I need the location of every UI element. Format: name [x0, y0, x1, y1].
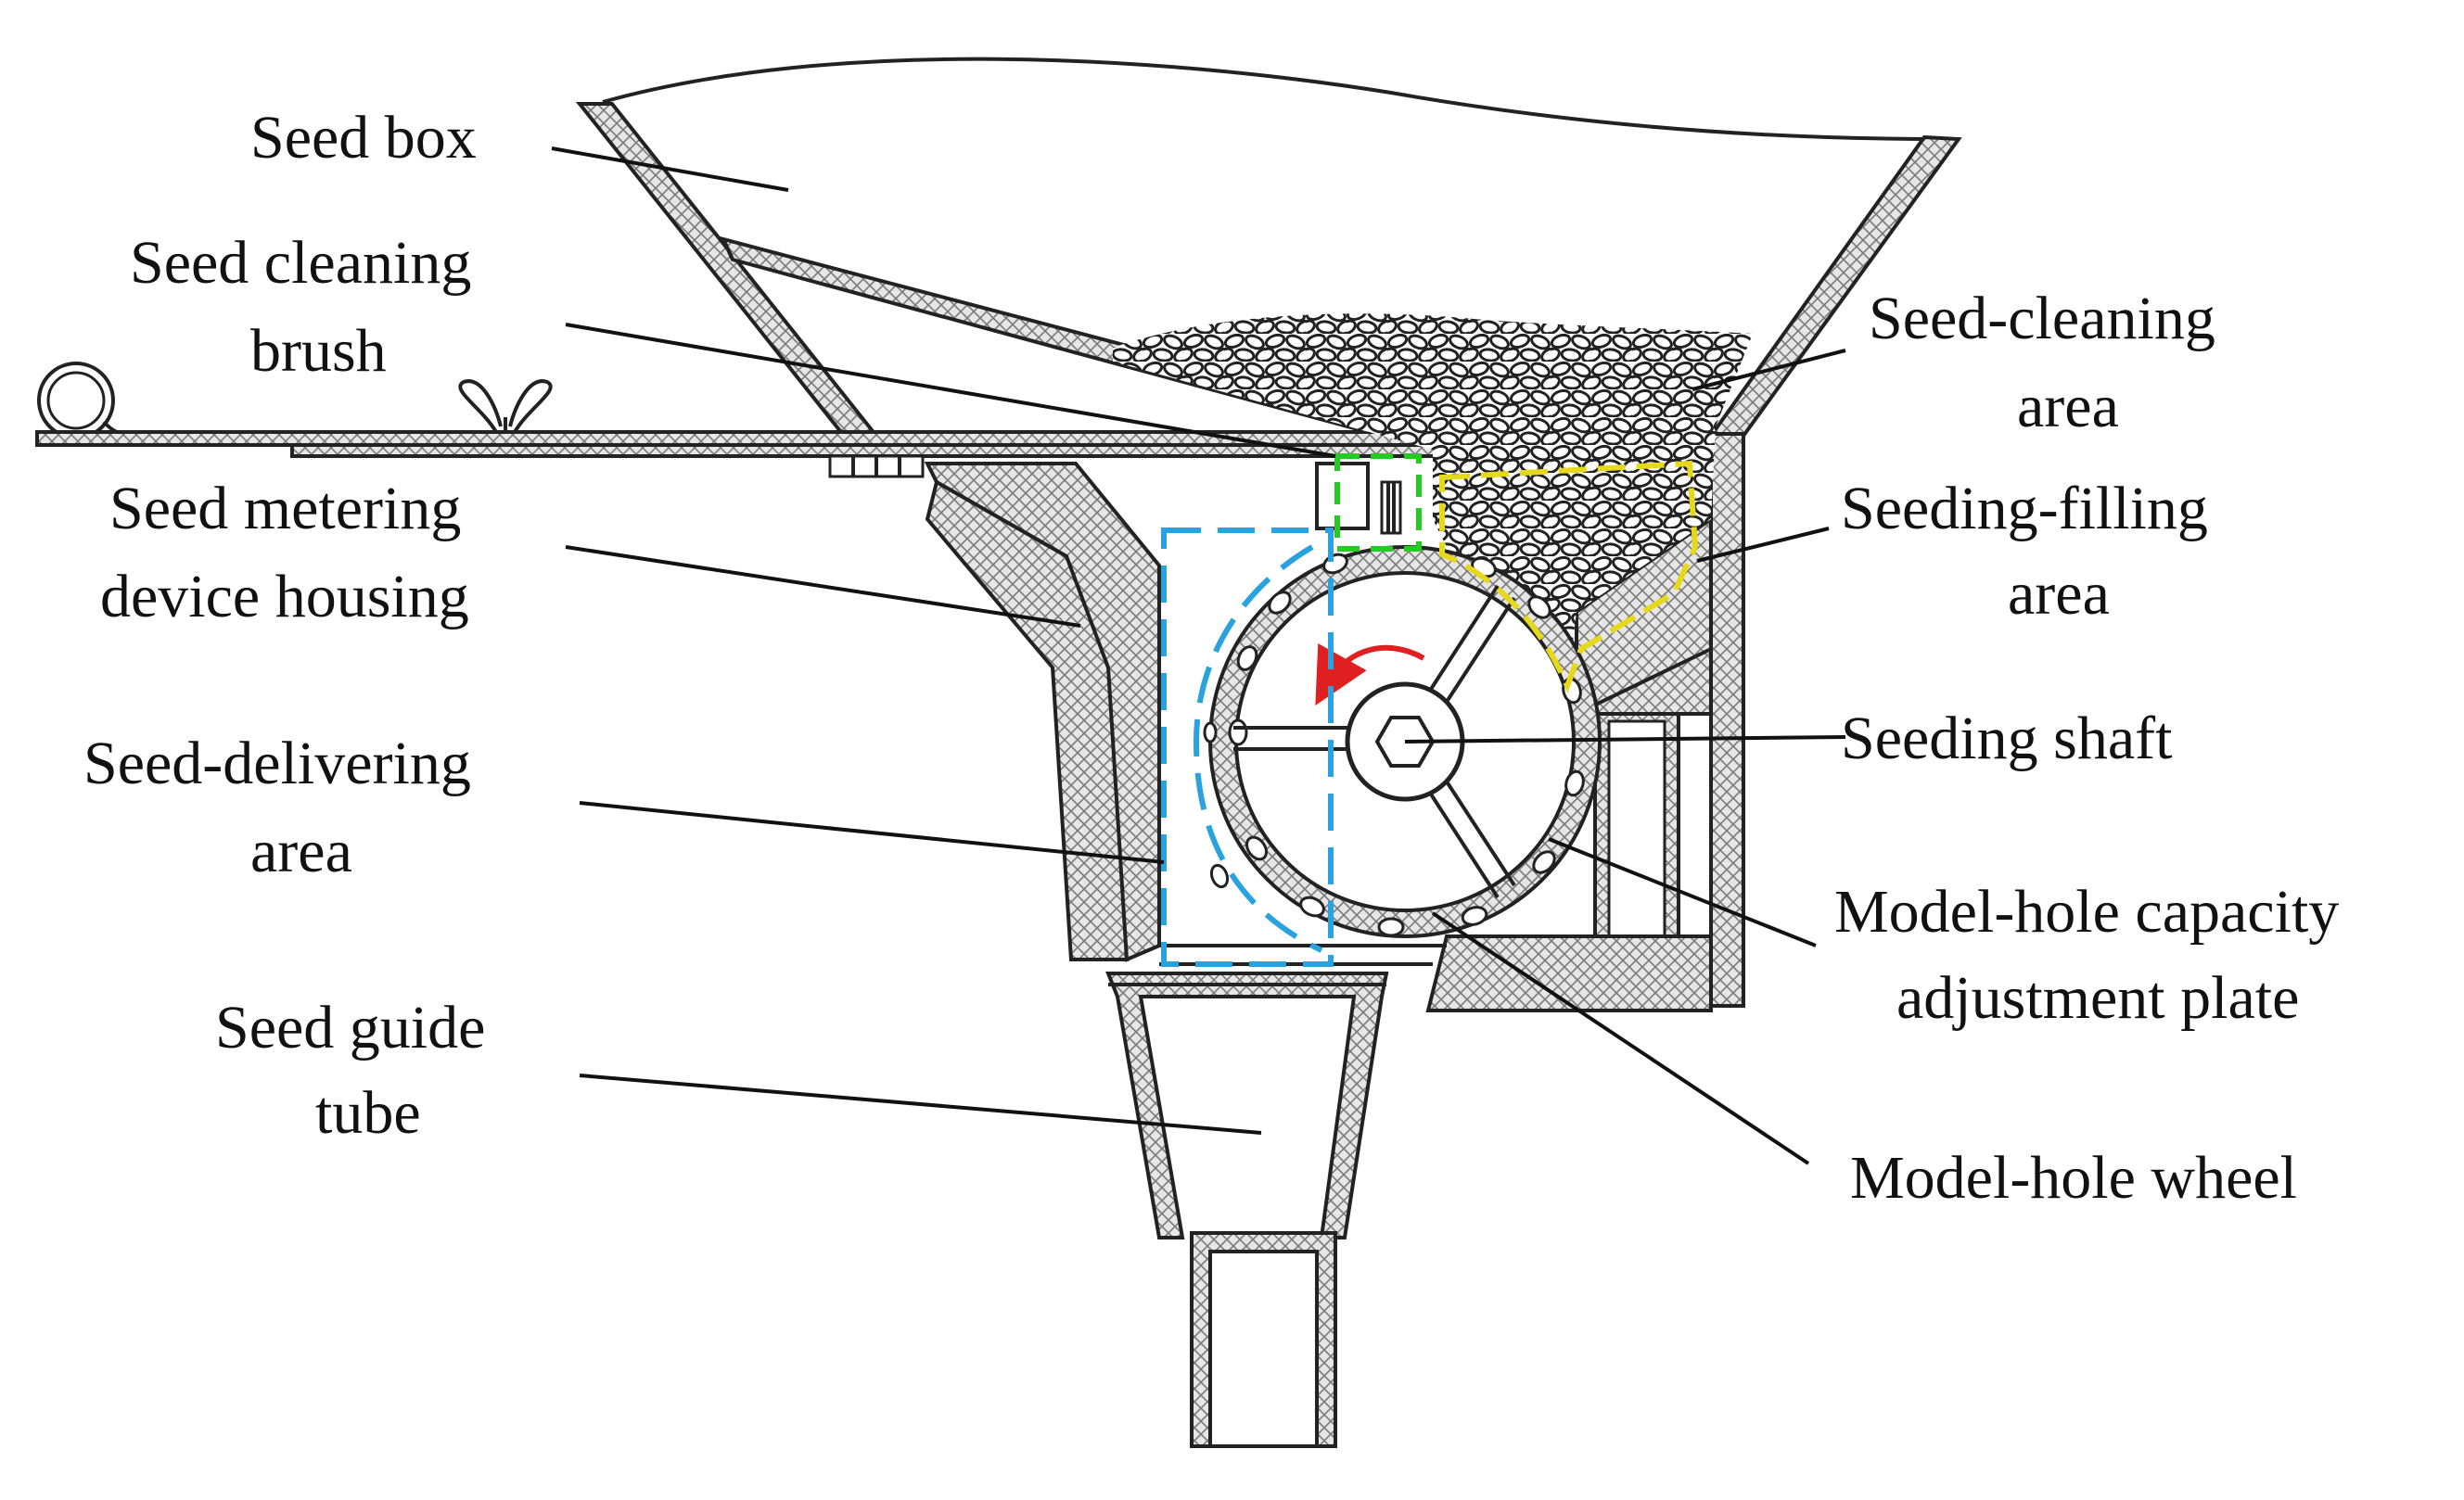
label-seed-cleaning-brush-line2: brush	[250, 317, 387, 385]
label-housing-line1: Seed metering	[109, 475, 461, 542]
leader-lines	[551, 146, 1846, 1165]
labels: Seed box Seed cleaning brush Seed meteri…	[83, 104, 2339, 1212]
label-seed-delivering-line2: area	[250, 818, 352, 885]
label-adjustment-plate-line1: Model-hole capacity	[1834, 878, 2339, 946]
wing-nut-icon	[458, 379, 553, 434]
label-housing-line2: device housing	[100, 563, 469, 630]
seeding-filling-area-outline	[1439, 460, 1699, 694]
label-seeding-shaft: Seeding shaft	[1841, 705, 2172, 772]
seed-delivering-area-outline	[1161, 528, 1334, 967]
counterclockwise-arrow-icon	[1315, 642, 1425, 706]
label-adjustment-plate-line2: adjustment plate	[1896, 964, 2299, 1032]
label-model-hole-wheel: Model-hole wheel	[1850, 1144, 2297, 1212]
label-seeding-filling-area-line2: area	[2008, 560, 2110, 628]
seed-guide-tube	[1105, 972, 1389, 1448]
seed-metering-device-housing	[924, 432, 1745, 1012]
seed-cleaning-brush	[1315, 462, 1402, 535]
label-seed-cleaning-area-line2: area	[2017, 373, 2119, 440]
label-seed-guide-tube-line2: tube	[315, 1079, 421, 1147]
seed-pile	[1113, 313, 1753, 686]
label-seed-delivering-line1: Seed-delivering	[83, 730, 471, 797]
label-seed-cleaning-area-line1: Seed-cleaning	[1869, 285, 2215, 352]
label-seed-cleaning-brush-line1: Seed cleaning	[130, 229, 471, 297]
label-seeding-filling-area-line1: Seeding-filling	[1841, 475, 2208, 542]
label-seed-guide-tube-line1: Seed guide	[215, 994, 485, 1061]
label-seed-box: Seed box	[250, 104, 477, 172]
seed-cleaning-area-outline	[1334, 453, 1422, 552]
